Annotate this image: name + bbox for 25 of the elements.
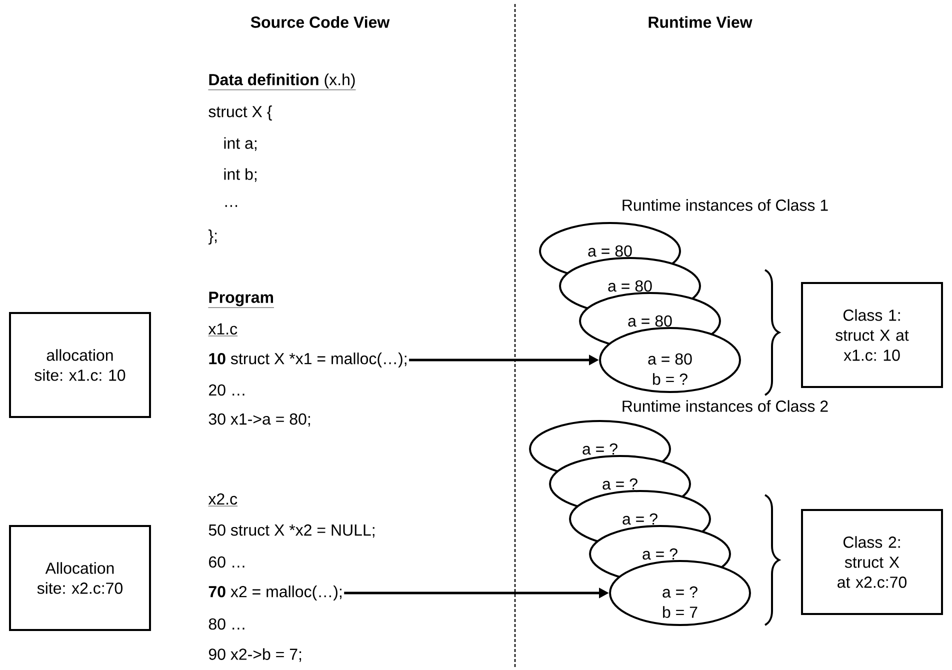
code-line: 70 x2 = malloc(…); (208, 586, 342, 600)
code-line: … (225, 205, 238, 207)
code-line: 30 x1->a = 80; (208, 413, 310, 427)
code-line: int a; (224, 137, 256, 151)
caption: Runtime instances of Class 2 (622, 400, 828, 412)
caption: Runtime instances of Class 1 (622, 199, 828, 211)
code-line: 50 struct X *x2 = NULL; (208, 524, 374, 538)
allocation-site-box: Allocation site: x2.c:70 (9, 525, 151, 631)
code-line: 90 x2->b = 7; (208, 648, 302, 662)
code-line: 20 … (209, 384, 244, 396)
code-line: 60 … (209, 556, 244, 568)
code-line: }; (208, 230, 217, 244)
code-line: int b; (224, 168, 256, 182)
file-name: x1.c (208, 323, 238, 336)
code-line: 10 struct X *x1 = malloc(…); (209, 352, 406, 368)
section-heading: Data definition (x.h) (208, 74, 356, 90)
file-name: x2.c (208, 493, 238, 506)
column-heading: Source Code View (250, 16, 390, 28)
code-line: struct X { (208, 106, 272, 120)
class-box: Class 2: struct X at x2.c:70 (801, 509, 943, 615)
allocation-site-box: allocation site: x1.c: 10 (9, 312, 151, 418)
section-heading: Program (208, 292, 274, 308)
code-line: 80 … (208, 618, 244, 630)
class-box: Class 1: struct X at x1.c: 10 (801, 282, 943, 388)
column-heading: Runtime View (648, 16, 752, 28)
